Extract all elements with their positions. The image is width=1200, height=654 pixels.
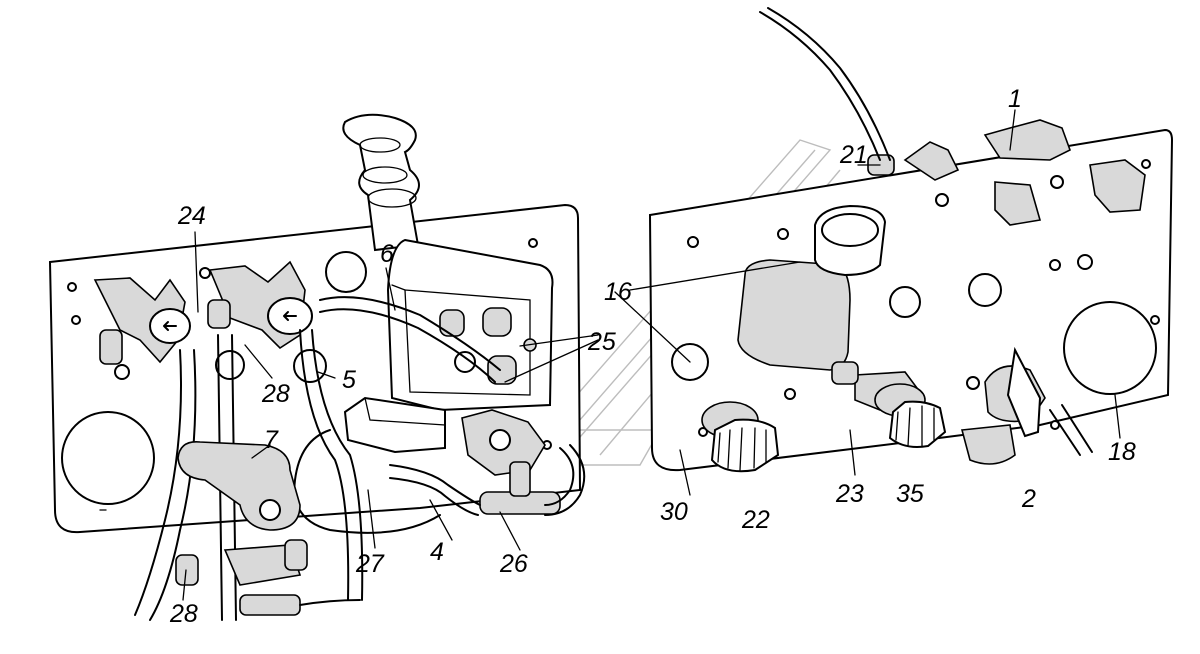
callout-18: 18 bbox=[1108, 438, 1136, 466]
callout-7: 7 bbox=[264, 426, 279, 454]
valve-fittings bbox=[93, 260, 313, 365]
callout-25: 25 bbox=[587, 328, 616, 356]
callout-16: 16 bbox=[604, 278, 632, 306]
callout-5: 5 bbox=[342, 366, 356, 394]
toggle-switch bbox=[960, 346, 1093, 465]
callout-23: 23 bbox=[835, 480, 864, 508]
leader-lines bbox=[182, 109, 1121, 601]
distribution-block bbox=[343, 396, 561, 515]
callout-1: 1 bbox=[1008, 85, 1022, 113]
lever-knob bbox=[342, 113, 420, 252]
callout-21: 21 bbox=[839, 141, 868, 169]
callout-27: 27 bbox=[355, 550, 385, 578]
callout-2: 2 bbox=[1021, 485, 1036, 513]
callout-6: 6 bbox=[380, 240, 394, 268]
callout-22: 22 bbox=[741, 506, 770, 534]
callout-labels: 1 2 4 5 6 7 16 18 21 22 23 24 25 26 27 2… bbox=[169, 85, 1136, 628]
valve-cylinder bbox=[737, 204, 887, 371]
knob-22 bbox=[701, 401, 780, 473]
relay-box bbox=[386, 238, 554, 412]
knob-35 bbox=[831, 361, 947, 448]
top-fittings-right bbox=[759, 7, 1146, 226]
callout-26: 26 bbox=[499, 550, 528, 578]
callout-30: 30 bbox=[660, 498, 688, 526]
callout-28-upper: 28 bbox=[261, 380, 290, 408]
callout-4: 4 bbox=[430, 538, 444, 566]
callout-35: 35 bbox=[896, 480, 924, 508]
lower-linkage bbox=[175, 441, 361, 616]
right-panel bbox=[648, 128, 1174, 472]
callout-24: 24 bbox=[177, 202, 206, 230]
callout-28-lower: 28 bbox=[169, 600, 198, 628]
